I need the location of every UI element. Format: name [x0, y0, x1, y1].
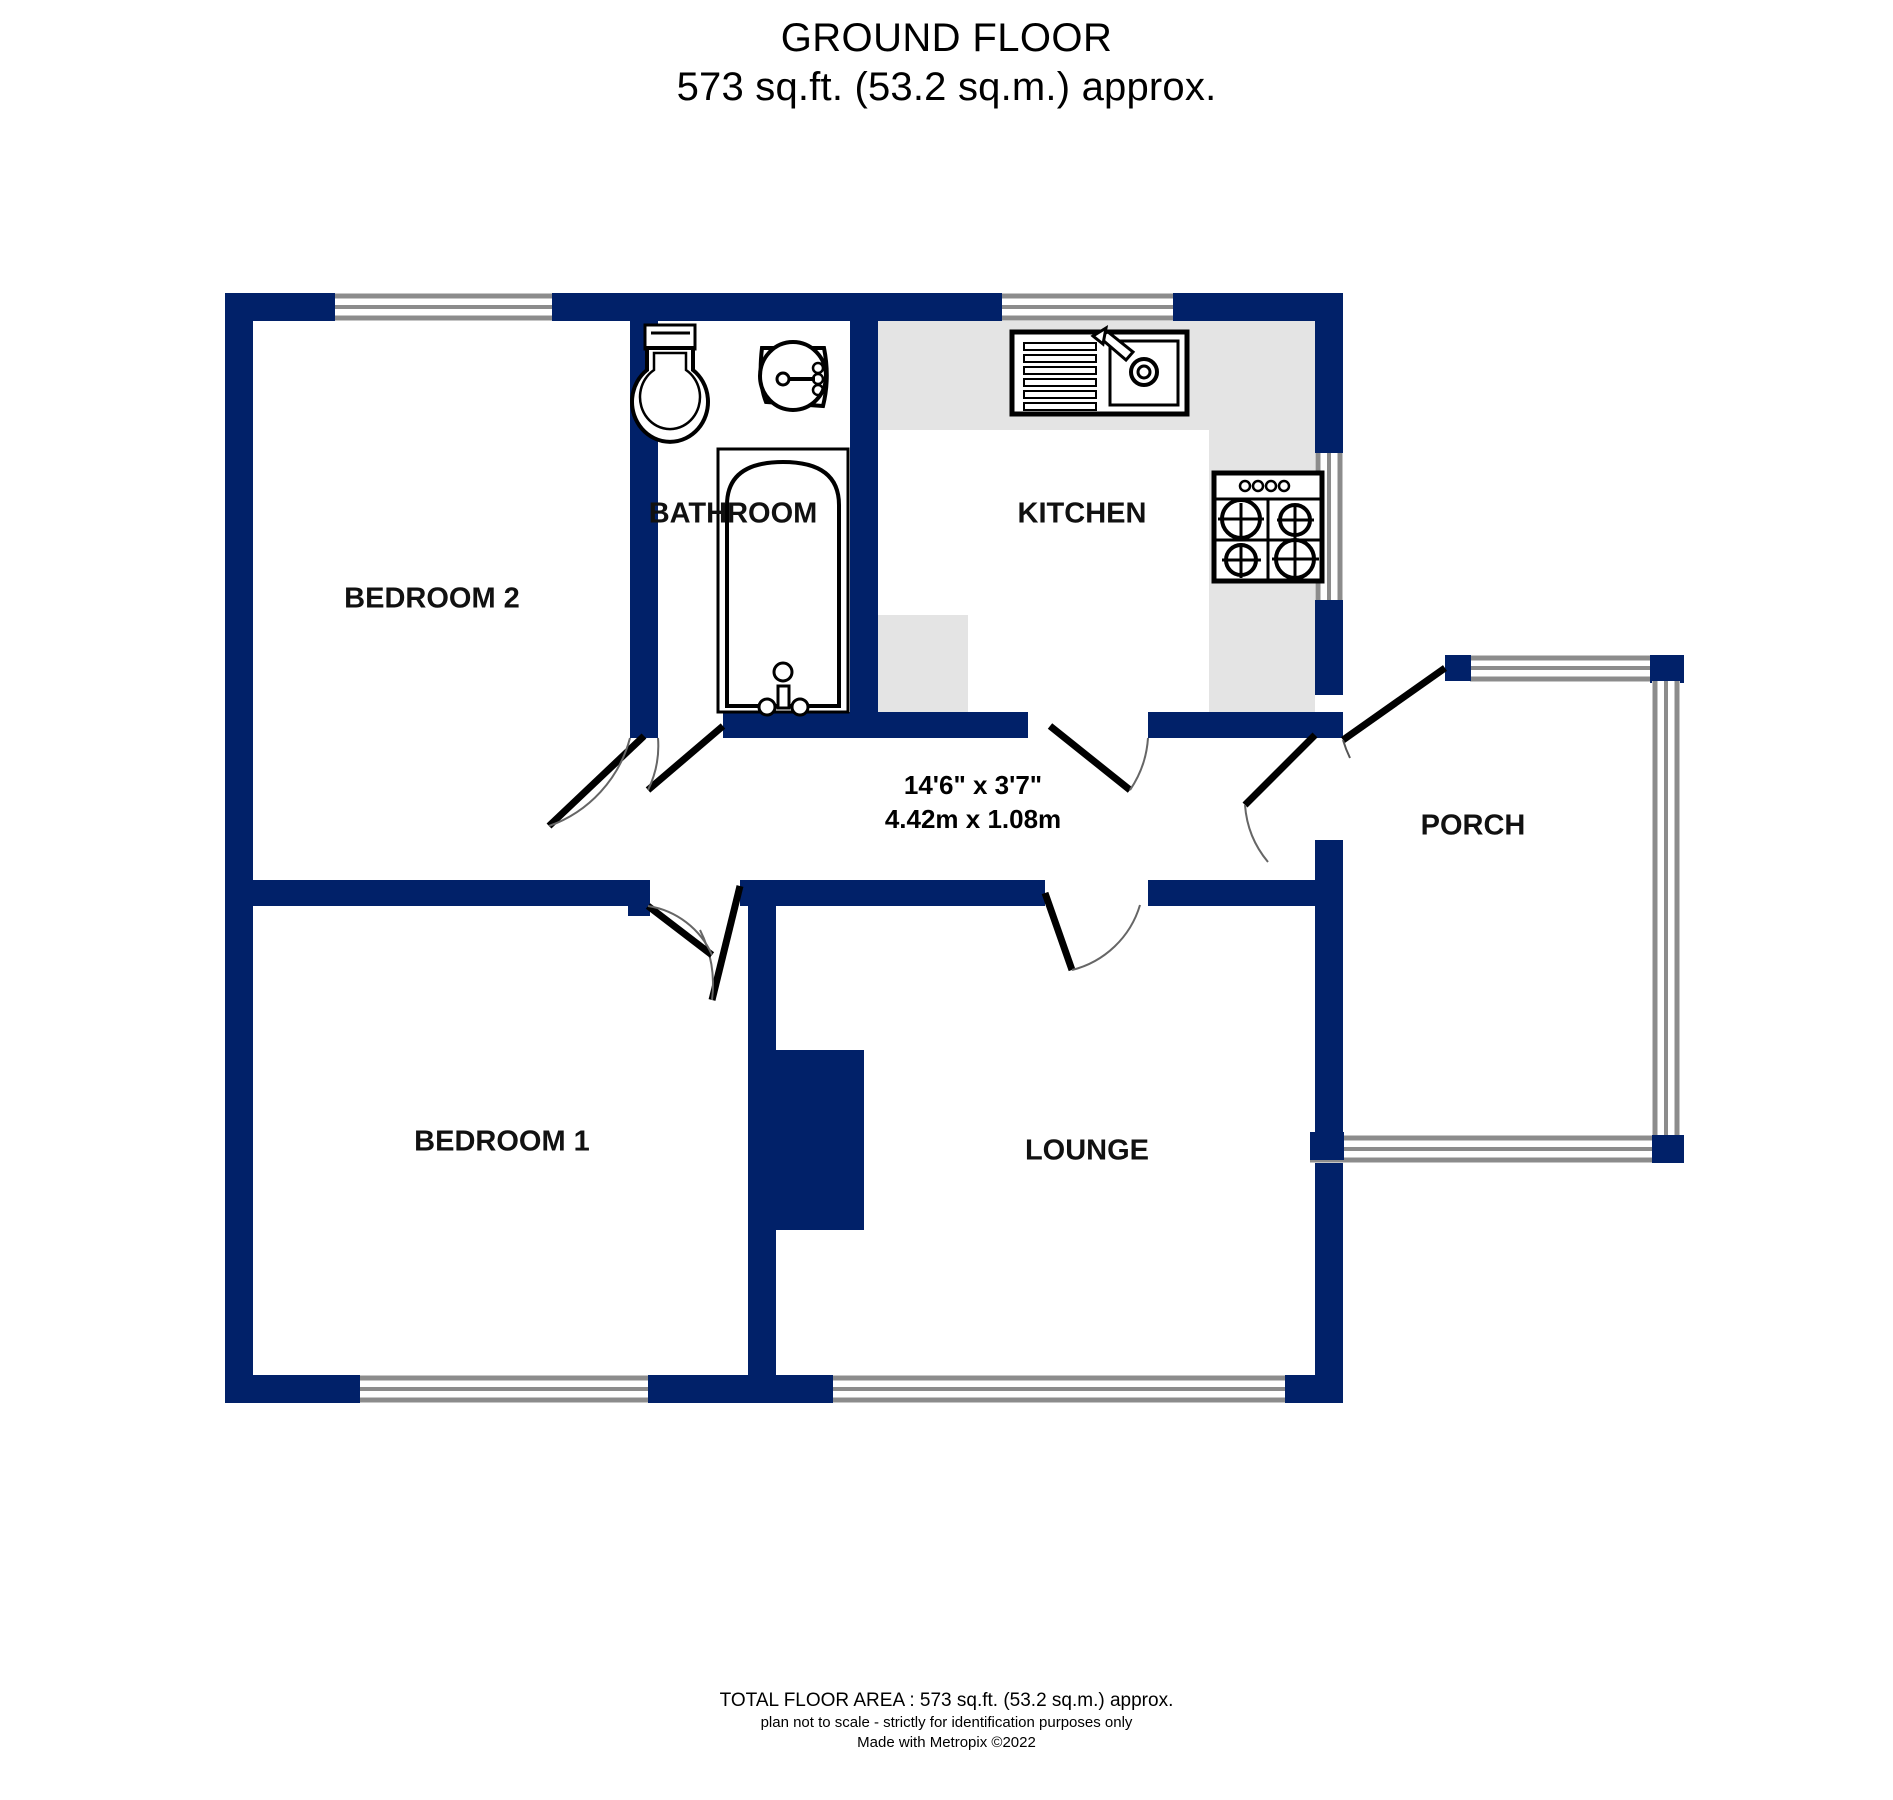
kitchen-sink-fixture: [1009, 324, 1190, 417]
wall-top-right: [1173, 293, 1343, 321]
wall-hall-lounge: [740, 880, 1045, 906]
cupboard-block-lip: [758, 1050, 864, 1070]
window-kitchen-top: [1002, 293, 1173, 321]
floor-area: 573 sq.ft. (53.2 sq.m.) approx.: [676, 65, 1217, 109]
room-labels: BEDROOM 2 BATHROOM KITCHEN PORCH BEDROOM…: [344, 498, 1525, 1167]
wash-basin-fixture: [758, 340, 829, 412]
porch-post-bottomleft: [1310, 1132, 1344, 1160]
wall-bottom-mid: [648, 1375, 833, 1403]
toilet-fixture: [630, 323, 710, 444]
wall-right-mid: [1315, 600, 1343, 695]
door-front: [1242, 732, 1318, 863]
page-title: GROUND FLOOR 573 sq.ft. (53.2 sq.m.) app…: [0, 14, 1893, 112]
wall-kitchen-bottom: [1148, 712, 1343, 738]
wall-top-bath: [662, 293, 842, 321]
hallway-dimensions: 14'6" x 3'7" 4.42m x 1.08m: [885, 770, 1061, 834]
windows: [335, 293, 1343, 1403]
hallway-dim-imperial: 14'6" x 3'7": [904, 770, 1042, 800]
doors: [546, 700, 1318, 1001]
door-bathroom: [645, 723, 726, 793]
porch-post-topleft: [1445, 655, 1471, 681]
window-bedroom2-top: [335, 293, 552, 321]
wall-bottom-right: [1285, 1375, 1343, 1403]
wall-left-exterior: [225, 293, 253, 1403]
footer-credit: Made with Metropix ©2022: [857, 1734, 1036, 1751]
bathroom-fixtures: [630, 323, 850, 717]
porch-door-arc: [1342, 739, 1351, 759]
porch-structure: [1310, 655, 1684, 1163]
cooker-hob-fixture: [1211, 470, 1325, 584]
door-kitchen: [1047, 723, 1149, 793]
window-lounge-bottom: [833, 1375, 1285, 1403]
wall-bathroom-bottom: [723, 712, 1028, 738]
wall-right-upper: [1315, 293, 1343, 453]
room-label-bedroom2: BEDROOM 2: [344, 583, 520, 615]
porch-door-leaf: [1340, 665, 1448, 743]
door-bedroom1: [628, 880, 744, 1001]
kitchen-counters: [878, 321, 1315, 712]
door-lounge: [1041, 891, 1141, 972]
walls: [225, 293, 1343, 1403]
floor-title: GROUND FLOOR: [780, 16, 1113, 60]
room-label-lounge: LOUNGE: [1025, 1135, 1149, 1167]
wall-hall-bedroom1: [225, 880, 645, 906]
footer-disclaimer: plan not to scale - strictly for identif…: [760, 1714, 1133, 1731]
hallway-dim-metric: 4.42m x 1.08m: [885, 804, 1061, 834]
footer: TOTAL FLOOR AREA : 573 sq.ft. (53.2 sq.m…: [0, 1688, 1893, 1753]
room-label-porch: PORCH: [1421, 810, 1526, 842]
wall-right-lower2: [1315, 1130, 1343, 1403]
bath-fixture: [716, 447, 850, 717]
room-label-bathroom: BATHROOM: [649, 498, 818, 530]
counter-run: [878, 321, 1315, 712]
porch-post-bottomright: [1650, 1135, 1684, 1163]
counter-lower-left: [878, 615, 968, 712]
footer-total-area: TOTAL FLOOR AREA : 573 sq.ft. (53.2 sq.m…: [719, 1690, 1174, 1711]
window-bedroom1-bottom: [360, 1375, 648, 1403]
door-bedroom2: [546, 700, 658, 829]
wall-bathroom-kitchen: [850, 293, 878, 725]
room-label-kitchen: KITCHEN: [1018, 498, 1147, 530]
porch-post-topright: [1650, 655, 1684, 683]
cupboard-block: [758, 1050, 864, 1230]
wall-hall-lounge-2: [1148, 880, 1343, 906]
room-label-bedroom1: BEDROOM 1: [414, 1126, 590, 1158]
wall-bottom-left: [225, 1375, 360, 1403]
